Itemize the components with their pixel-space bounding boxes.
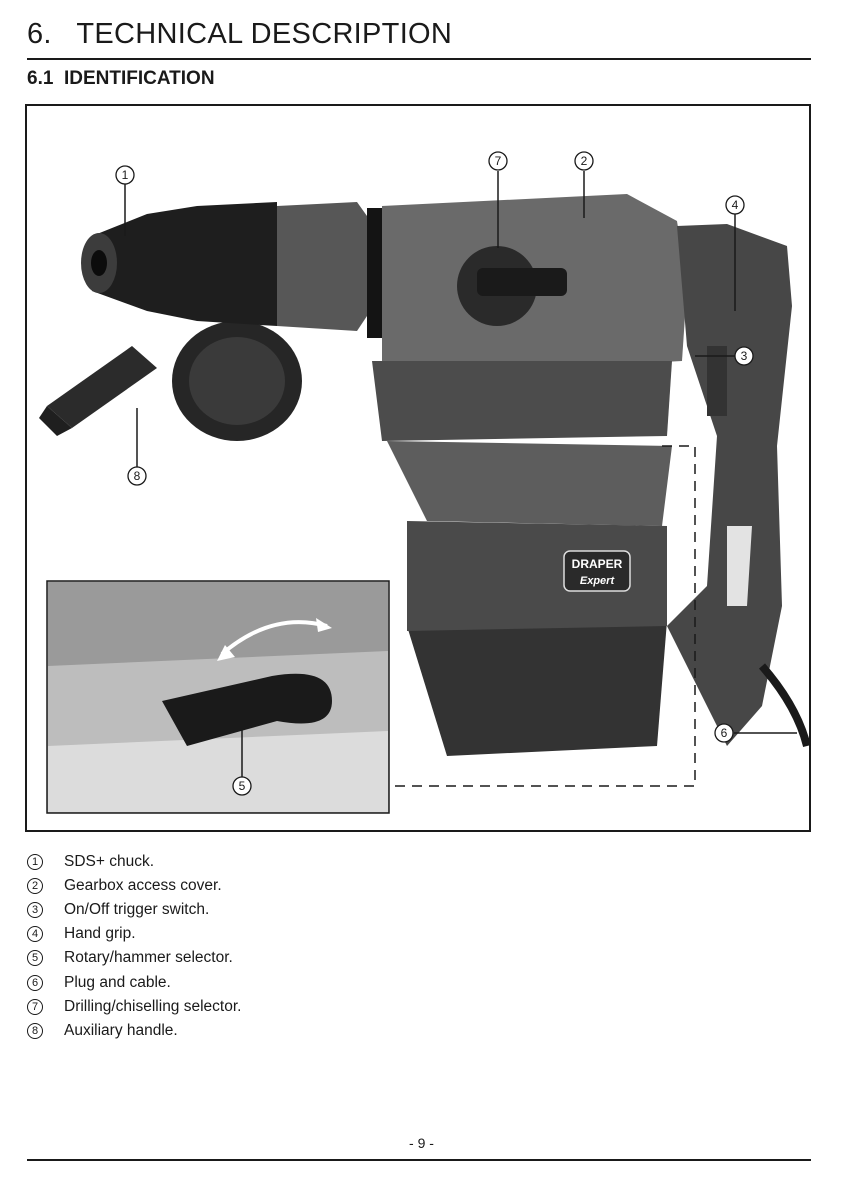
legend-item: 2 Gearbox access cover. [27, 874, 241, 898]
callout-2: 2 [575, 152, 593, 170]
callout-1: 1 [116, 166, 134, 184]
callout-3: 3 [735, 347, 753, 365]
callout-8: 8 [128, 467, 146, 485]
svg-text:8: 8 [134, 469, 141, 483]
auxiliary-handle [39, 321, 302, 441]
legend-item: 5 Rotary/hammer selector. [27, 946, 241, 970]
parts-legend: 1 SDS+ chuck. 2 Gearbox access cover. 3 On/… [27, 850, 241, 1043]
brand-logo: DRAPER Expert [564, 551, 630, 591]
svg-text:1: 1 [122, 168, 129, 182]
legend-item: 3 On/Off trigger switch. [27, 898, 241, 922]
logo-text-top: DRAPER [572, 557, 623, 571]
callout-4: 4 [726, 196, 744, 214]
callout-7: 7 [489, 152, 507, 170]
legend-number: 8 [27, 1023, 43, 1039]
legend-item: 7 Drilling/chiselling selector. [27, 995, 241, 1019]
legend-text: SDS+ chuck. [64, 853, 154, 871]
subsection-title: 6.1 IDENTIFICATION [27, 68, 215, 90]
footer-rule [27, 1159, 811, 1161]
legend-text: Plug and cable. [64, 974, 171, 992]
rear-handle [667, 224, 792, 746]
callout-6: 6 [715, 724, 733, 742]
identification-figure: DRAPER Expert 1 2 [25, 104, 811, 832]
legend-number: 7 [27, 999, 43, 1015]
legend-number: 4 [27, 926, 43, 942]
legend-number: 6 [27, 975, 43, 991]
legend-text: Drilling/chiselling selector. [64, 998, 241, 1016]
svg-text:4: 4 [732, 198, 739, 212]
sds-chuck [81, 202, 389, 338]
legend-number: 5 [27, 950, 43, 966]
legend-item: 1 SDS+ chuck. [27, 850, 241, 874]
hammer-drill-illustration: DRAPER Expert 1 2 [27, 106, 811, 832]
svg-text:3: 3 [741, 349, 748, 363]
legend-text: Gearbox access cover. [64, 877, 222, 895]
legend-text: Hand grip. [64, 925, 136, 943]
svg-text:7: 7 [495, 154, 502, 168]
legend-text: On/Off trigger switch. [64, 901, 209, 919]
legend-item: 8 Auxiliary handle. [27, 1019, 241, 1043]
callout-5: 5 [233, 777, 251, 795]
logo-text-bottom: Expert [580, 575, 616, 587]
legend-number: 1 [27, 854, 43, 870]
legend-number: 2 [27, 878, 43, 894]
svg-text:5: 5 [239, 779, 246, 793]
page-number: - 9 - [0, 1135, 843, 1151]
legend-number: 3 [27, 902, 43, 918]
legend-item: 4 Hand grip. [27, 922, 241, 946]
legend-text: Rotary/hammer selector. [64, 949, 233, 967]
legend-text: Auxiliary handle. [64, 1022, 178, 1040]
section-title: 6. TECHNICAL DESCRIPTION [27, 18, 452, 51]
svg-text:6: 6 [721, 726, 728, 740]
header-rule [27, 58, 811, 60]
legend-item: 6 Plug and cable. [27, 970, 241, 994]
svg-text:2: 2 [581, 154, 588, 168]
power-cable [762, 666, 807, 746]
inset-detail [47, 581, 389, 813]
